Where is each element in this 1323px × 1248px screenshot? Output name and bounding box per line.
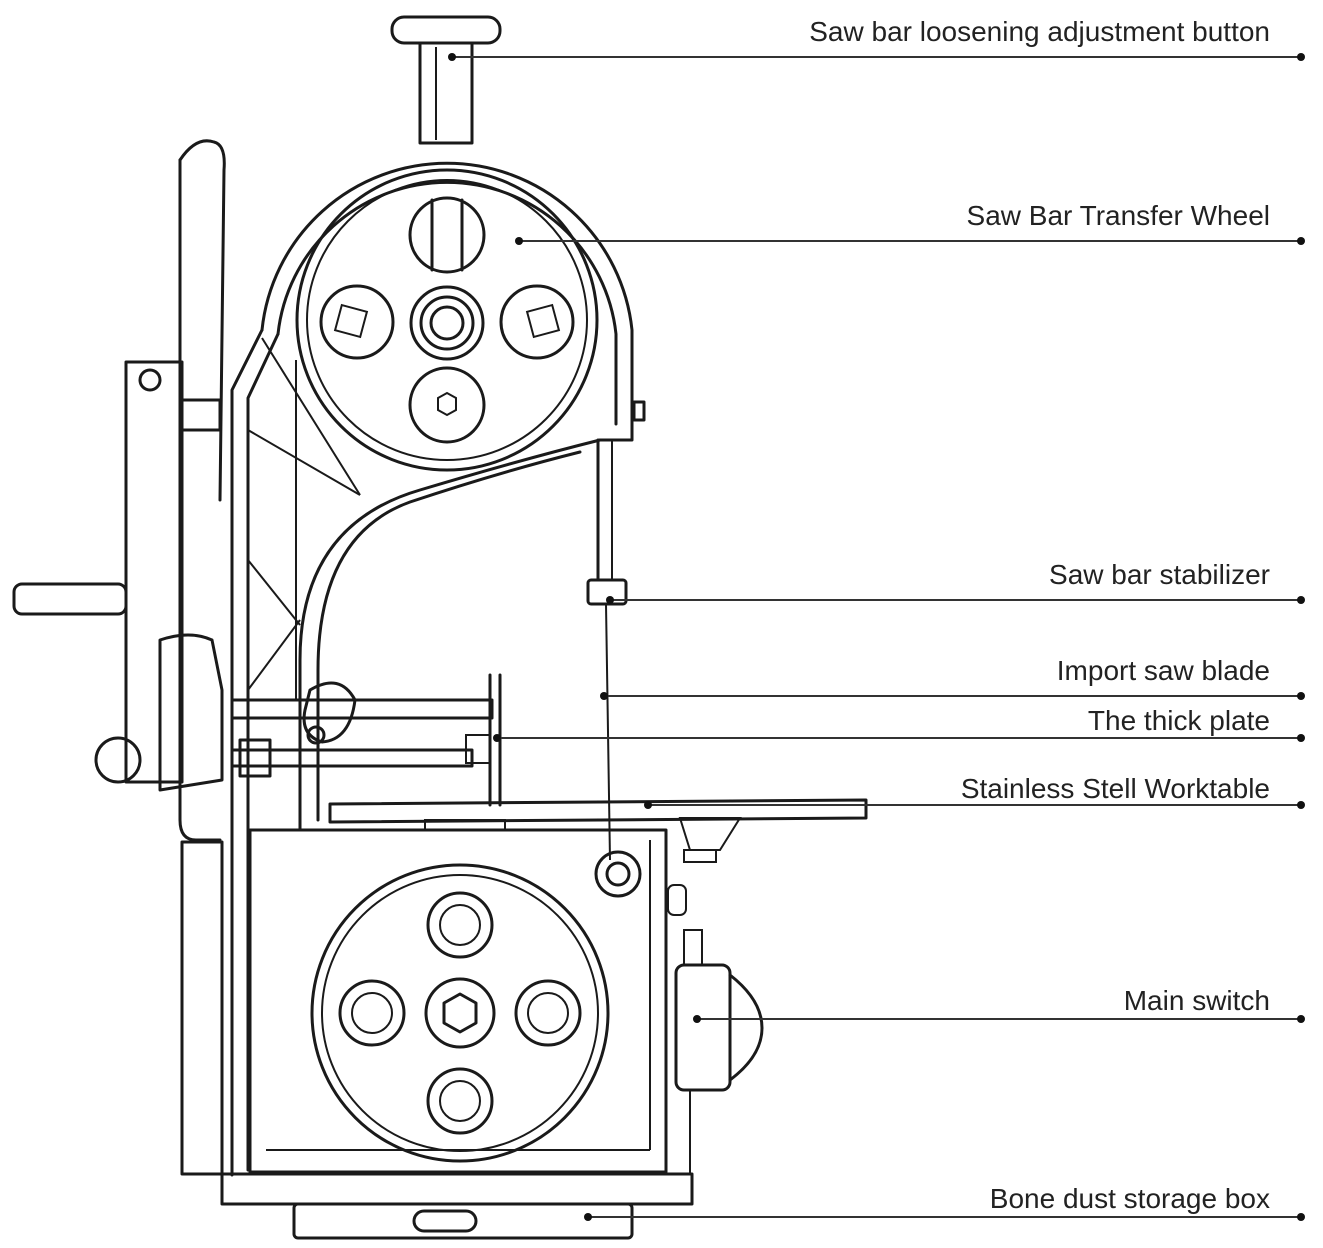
base-dust-box bbox=[220, 1172, 694, 1240]
callout-label: Stainless Stell Worktable bbox=[961, 773, 1270, 804]
callout-label: Bone dust storage box bbox=[990, 1183, 1270, 1214]
adjustment-knob bbox=[390, 15, 502, 145]
band-saw-machine bbox=[12, 15, 868, 1240]
callout-main-switch: Main switch bbox=[693, 985, 1305, 1023]
callout-stabilizer: Saw bar stabilizer bbox=[606, 559, 1305, 604]
lower-wheel bbox=[310, 863, 610, 1163]
callout-loosening-button: Saw bar loosening adjustment button bbox=[448, 16, 1305, 61]
callout-dust-box: Bone dust storage box bbox=[584, 1183, 1305, 1221]
upper-transfer-wheel bbox=[295, 168, 599, 472]
saw-frame bbox=[230, 328, 602, 1177]
saw-blade bbox=[586, 438, 642, 898]
upper-housing bbox=[260, 161, 646, 442]
callout-label: Saw Bar Transfer Wheel bbox=[967, 200, 1270, 231]
callout-label: Saw bar stabilizer bbox=[1049, 559, 1270, 590]
thick-plate bbox=[230, 673, 502, 807]
callout-thick-plate: The thick plate bbox=[493, 705, 1305, 742]
callouts: Saw bar loosening adjustment button Saw … bbox=[448, 16, 1305, 1221]
worktable bbox=[328, 798, 868, 863]
callout-worktable: Stainless Stell Worktable bbox=[644, 773, 1305, 809]
callout-label: Main switch bbox=[1124, 985, 1270, 1016]
crank-wheel bbox=[12, 139, 226, 1176]
motor-switch bbox=[667, 884, 764, 1175]
lower-wheel-bolts bbox=[338, 891, 582, 1135]
callout-label: The thick plate bbox=[1088, 705, 1270, 736]
callout-label: Saw bar loosening adjustment button bbox=[809, 16, 1270, 47]
callout-transfer-wheel: Saw Bar Transfer Wheel bbox=[515, 200, 1305, 245]
callout-label: Import saw blade bbox=[1057, 655, 1270, 686]
callout-saw-blade: Import saw blade bbox=[600, 655, 1305, 700]
